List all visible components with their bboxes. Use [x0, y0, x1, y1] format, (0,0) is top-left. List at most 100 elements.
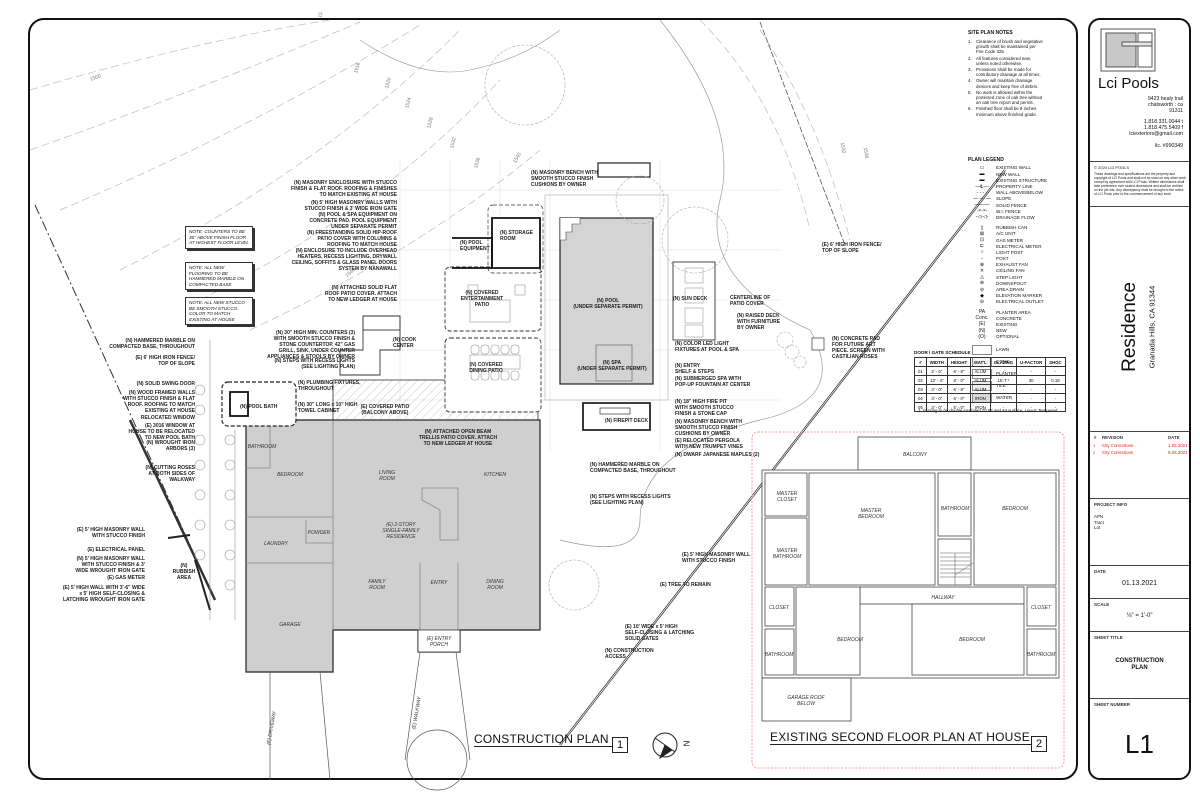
- legend-line-item: -◁-◁-DRAINAGE FLOW: [968, 214, 1080, 220]
- legend-symbol-icon: - - - -: [976, 189, 988, 196]
- door-schedule-cell: 01: [914, 366, 927, 376]
- room-label: LAUNDRY: [264, 541, 288, 547]
- note-number: 6.: [968, 106, 972, 112]
- legend-line-item: ▭EXISTING WALL: [968, 165, 1080, 171]
- callout-label: (N) HAMMERED MARBLE ON COMPACTED BASE, T…: [109, 338, 195, 350]
- door-schedule-cell: 3' - 0": [925, 393, 948, 403]
- room-label: GARAGE: [279, 622, 301, 628]
- legend-symbol-item: ○LIGHT POST: [968, 249, 1080, 255]
- second-floor-room-label: HALLWAY: [931, 595, 955, 601]
- legend-symbol-icon: ✕: [979, 267, 985, 274]
- legend-label: EXISTING WALL: [996, 165, 1032, 171]
- second-floor-room-label: BALCONY: [903, 452, 927, 458]
- note-number: 1.: [968, 39, 972, 44]
- callout-label: (E) 5' HIGH MASONRY WALL WITH STUCCO FIN…: [76, 527, 145, 539]
- callout-label: RELOCATED WINDOW: [140, 415, 195, 421]
- legend-label: LAWN: [996, 347, 1010, 353]
- second-floor-stair: [940, 552, 974, 585]
- plan-number-1: 1: [612, 737, 628, 753]
- callout-label: (N) PLUMBING FIXTURES, THROUGHOUT: [298, 380, 361, 392]
- callout-label: (N) POOL EQUIPMENT: [460, 240, 490, 252]
- legend-abbr-item: (E)EXISTING: [968, 321, 1080, 327]
- callout-label: (N) 30" LONG x 10" HIGH TOWEL CABINET: [298, 402, 358, 414]
- legend-symbol-item: ◬STEP LIGHT: [968, 274, 1080, 280]
- second-floor-room-label: BATHROOM: [1026, 652, 1056, 658]
- firm-email[interactable]: lciexteriors@gmail.com: [1129, 131, 1183, 137]
- room-label: LIVING ROOM: [378, 470, 396, 482]
- legend-label: ELECTRICAL OUTLET: [996, 299, 1044, 305]
- legend-label: CEILING FAN: [996, 268, 1025, 274]
- legend-symbol-icon: ⊗: [979, 261, 985, 268]
- second-floor-room-label: MASTER BEDROOM: [858, 508, 884, 520]
- lci-logo: [1100, 28, 1156, 72]
- door-schedule-header: U-FACTOR: [1016, 357, 1047, 367]
- callout-label: (N) 18" HIGH FIRE PIT WITH SMOOTH STUCCO…: [675, 399, 734, 417]
- copyright-section: © 2020 LCI POOLS These drawings and spec…: [1090, 162, 1189, 207]
- firm-license: lic. #990349: [1155, 143, 1183, 149]
- legend-label: PLANTER AREA: [996, 309, 1031, 315]
- door-schedule-header: SHGC: [1045, 357, 1066, 367]
- callout-label: (N) FREESTANDING SOLID HIP-ROOF PATIO CO…: [307, 230, 397, 248]
- legend-symbol-icon: ⊡: [979, 237, 985, 243]
- room-label: (E) ENTRY PORCH: [426, 636, 452, 648]
- door-schedule-cell: 03: [914, 384, 927, 394]
- sheet-title-value: CONSTRUCTION PLAN: [1115, 658, 1164, 671]
- note-text: No work is allowed within the protected …: [976, 89, 1043, 106]
- scale-section: SCALE ⅛" = 1'-0": [1090, 599, 1189, 632]
- site-plan-note-item: 4.Owner will maintain drainage devices a…: [968, 78, 1043, 88]
- plan-title-second-floor: EXISTING SECOND FLOOR PLAN AT HOUSE: [770, 730, 1032, 745]
- callout-label: (N) MASONRY ENCLOSURE WITH STUCCO FINISH…: [290, 180, 397, 198]
- legend-symbol-icon: (N): [978, 327, 986, 334]
- sheet-number-value: L1: [1125, 729, 1154, 759]
- dining-patio-outline: [444, 337, 542, 413]
- legend-material-item: LAWN: [968, 344, 1080, 356]
- callout-label: (E) ELECTRICAL PANEL: [87, 547, 145, 553]
- revision-date: 5.05.2021: [1168, 450, 1188, 455]
- site-plan-note-item: 2.All features considered new, unless no…: [968, 56, 1043, 66]
- legend-line-item: ▬NEW WALL: [968, 171, 1080, 177]
- date-title: DATE: [1094, 569, 1106, 574]
- door-schedule-cell: IRON: [970, 393, 991, 403]
- legend-line-item: ———SOLID FENCE: [968, 202, 1080, 208]
- legend-label: A/C UNIT: [996, 231, 1016, 237]
- legend-symbol-item: ⊡GAS METER: [968, 237, 1080, 243]
- firm-address: 9423 healy trail chatsworth : ca 91311 1…: [1129, 96, 1183, 149]
- legend-label: EXISTING: [996, 321, 1018, 327]
- room-label: ENTRY: [430, 580, 448, 586]
- door-schedule-cell: 30: [1016, 375, 1047, 385]
- callout-label: (N) SUBMERGED SPA WITH POP-UP FOUNTAIN A…: [675, 376, 751, 388]
- legend-symbol-icon: ▬: [979, 177, 985, 184]
- callout-label: (E) TREE TO REMAIN: [660, 582, 711, 588]
- door-schedule-title: DOOR / GATE SCHEDULE: [914, 350, 971, 355]
- note-number: 2.: [968, 55, 972, 61]
- revision-header-label: REVISION: [1102, 435, 1123, 440]
- callout-label: (N) SOLID SWING DOOR: [136, 381, 195, 387]
- second-floor-room-label: MASTER BATHROOM: [772, 548, 802, 560]
- callout-label: (N) COVERED DINING PATIO: [469, 362, 503, 374]
- door-schedule-cell: 2' - 6": [925, 366, 948, 376]
- revision-delta-icon: 1: [1093, 443, 1096, 448]
- callout-label: (N) RUBBISH AREA: [172, 563, 196, 581]
- callout-label: (N) CONCRETE PAD FOR FUTURE ART PIECE. S…: [832, 336, 885, 360]
- legend-label: STEP LIGHT: [996, 274, 1023, 280]
- project-info-apn: APN: [1094, 514, 1104, 519]
- door-schedule-cell: LE.T ¹: [989, 375, 1018, 385]
- door-schedule-cell: 04: [914, 393, 927, 403]
- project-info-lot: Lot: [1094, 525, 1101, 530]
- project-info-title: PROJECT INFO: [1094, 502, 1128, 507]
- legend-label: NEW: [996, 328, 1007, 334]
- legend-symbol-icon: ▬: [979, 171, 985, 178]
- callout-label: (N) COLOR LED LIGHT FIXTURES AT POOL & S…: [675, 341, 739, 353]
- callout-label: (N) STEPS WITH RECESS LIGHTS (SEE LIGHTI…: [590, 494, 671, 506]
- site-plan-notes-title: SITE PLAN NOTES: [968, 30, 1013, 36]
- callout-label: (N) DWARF JAPANESE MAPLES (2): [675, 452, 760, 458]
- project-name-section: Residence Granada Hills, CA 91344: [1090, 207, 1189, 432]
- callout-label: (N) MASONRY BENCH WITH SMOOTH STUCCO FIN…: [675, 419, 742, 437]
- door-schedule-cell: 6' - 0": [946, 393, 972, 403]
- callout-label: (N) 5' HIGH MASONRY WALLS WITH STUCCO FI…: [304, 200, 398, 212]
- date-value: 01.13.2021: [1121, 580, 1158, 587]
- legend-symbol-icon: ○: [980, 249, 984, 256]
